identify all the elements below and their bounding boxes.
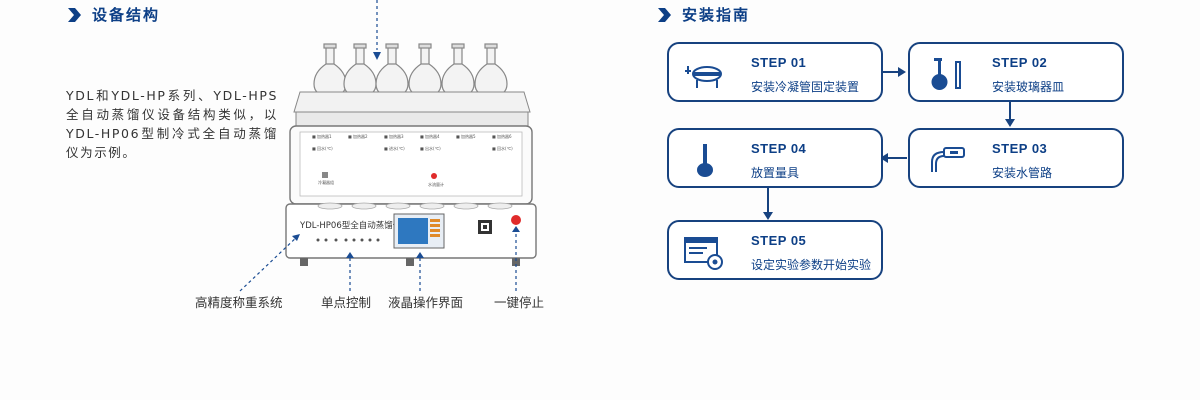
svg-text:■ 回水(℃): ■ 回水(℃): [492, 145, 513, 151]
device-model-label: YDL-HP06型全自动蒸馏仪: [299, 220, 402, 231]
measuring-flask-icon: [697, 144, 713, 177]
step-02-box: STEP 02 安装玻璃器皿: [908, 42, 1124, 102]
chevron-right-icon: [68, 7, 81, 22]
step-name: 安装水管路: [992, 166, 1053, 180]
step-04-box: STEP 04 放置量具: [667, 128, 883, 188]
svg-text:■ 加热器5: ■ 加热器5: [456, 133, 476, 139]
svg-text:■ 加热器4: ■ 加热器4: [420, 133, 440, 139]
callout-single-point-control: 单点控制: [321, 295, 372, 310]
stop-button-graphic: [511, 215, 521, 225]
device-description: YDL和YDL-HP系列、YDL-HPS全自动蒸馏仪设备结构类似，以YDL-HP…: [66, 88, 278, 160]
svg-text:■ 回水(℃): ■ 回水(℃): [312, 145, 333, 151]
step-code: STEP 03: [992, 141, 1048, 156]
condenser-fixture-icon: [685, 66, 722, 88]
svg-text:■ 出水(℃): ■ 出水(℃): [420, 145, 441, 151]
section-header-installation: 安装指南: [656, 4, 750, 25]
step-name: 设定实验参数开始实验: [751, 258, 872, 272]
svg-text:冷凝器组: 冷凝器组: [318, 179, 334, 185]
step-code: STEP 02: [992, 55, 1048, 70]
settings-screen-icon: [684, 237, 723, 270]
step-01-box: STEP 01 安装冷凝管固定装置: [667, 42, 883, 102]
svg-text:■ 加热器2: ■ 加热器2: [348, 133, 368, 139]
svg-text:■ 加热器3: ■ 加热器3: [384, 133, 404, 139]
flask-row: [313, 43, 508, 97]
callout-weighing-system: 高精度称重系统: [195, 295, 283, 310]
step-code: STEP 01: [751, 55, 807, 70]
step-code: STEP 04: [751, 141, 807, 156]
glassware-icon: [931, 58, 961, 90]
water-pipe-icon: [931, 147, 965, 172]
step-name: 安装玻璃器皿: [992, 80, 1065, 94]
distiller-device-illustration: ■ 加热器1 ■ 加热器2 ■ 加热器3 ■ 加热器4 ■ 加热器5 ■ 加热器6 ■ …: [239, 0, 537, 292]
step-name: 放置量具: [751, 166, 800, 180]
step-05-box: STEP 05 设定实验参数开始实验: [667, 220, 883, 280]
step-name: 安装冷凝管固定装置: [751, 80, 860, 94]
chevron-right-icon: [658, 7, 671, 22]
section-title: 安装指南: [682, 6, 751, 24]
callout-one-key-stop: 一键停止: [494, 295, 545, 310]
svg-text:■ 进水(℃): ■ 进水(℃): [384, 145, 405, 151]
svg-text:■ 加热器6: ■ 加热器6: [492, 133, 512, 139]
step-03-box: STEP 03 安装水管路: [908, 128, 1124, 188]
section-header-structure: 设备结构: [66, 4, 160, 25]
section-title: 设备结构: [92, 6, 161, 24]
svg-text:■ 加热器1: ■ 加热器1: [312, 133, 332, 139]
step-code: STEP 05: [751, 233, 807, 248]
svg-text:水流量计: 水流量计: [428, 181, 444, 187]
callout-lcd-interface: 液晶操作界面: [388, 295, 464, 310]
